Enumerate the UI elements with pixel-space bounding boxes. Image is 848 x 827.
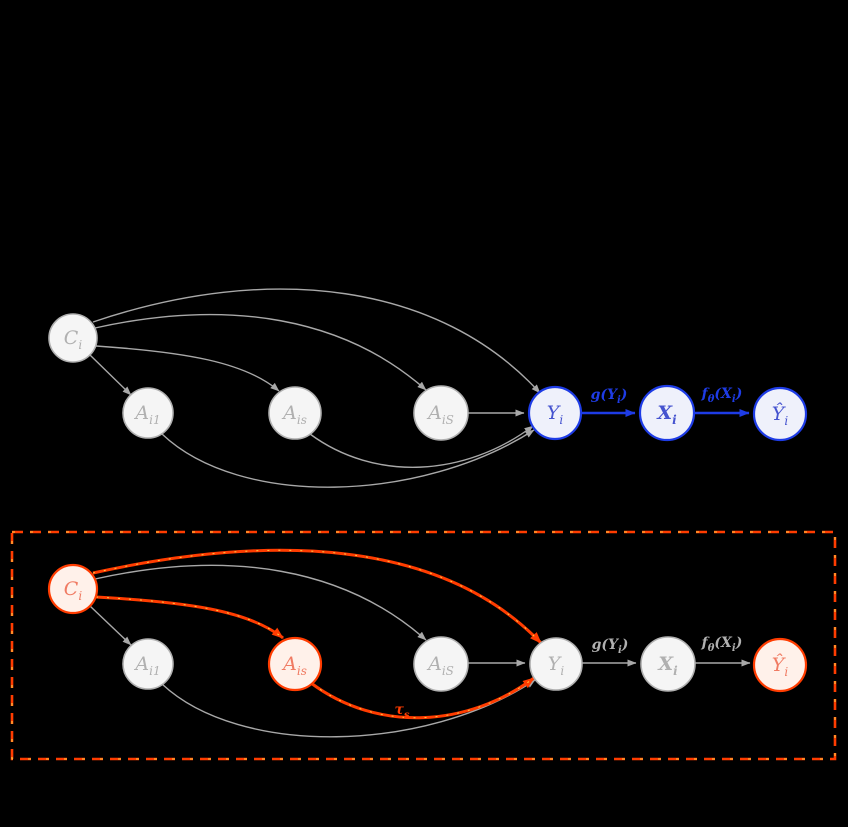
edge-ai1-to-yi-top — [161, 429, 535, 488]
node-label-ai1-bottom: Ai1 — [135, 653, 161, 678]
edge-label-tau-bottom: τs — [394, 702, 410, 721]
edge-ci-to-yi-bottom-yellow — [92, 549, 542, 644]
node-label-ci-top: Ci — [63, 327, 83, 352]
edge-ci-to-ais-bottom-yellow — [95, 596, 284, 639]
node-label-aiS-top: AiS — [428, 402, 454, 427]
node-aiS-top — [413, 385, 469, 441]
node-yhat-bottom — [752, 637, 808, 693]
edge-ci-to-ai1-bottom — [89, 605, 132, 646]
edge-ci-to-aiS-top — [94, 313, 427, 391]
node-ais-bottom — [267, 636, 323, 692]
node-yi-bottom — [529, 637, 583, 691]
node-label-yhat-bottom: Ŷi — [771, 654, 789, 679]
edge-ci-to-aiS-bottom — [94, 564, 427, 641]
node-label-yi-bottom: Yi — [547, 653, 565, 678]
node-label-yi-top: Yi — [546, 402, 564, 427]
node-ci-top — [48, 313, 98, 363]
node-label-aiS-bottom: AiS — [428, 653, 454, 678]
node-xi-bottom — [640, 636, 696, 692]
edge-ci-to-ais-bottom-highlight — [95, 595, 284, 640]
node-xi-top — [638, 384, 696, 442]
node-label-ci-bottom: Ci — [63, 578, 83, 603]
node-ais-top — [268, 386, 322, 440]
edge-label-f-bottom: fθ(Xi) — [701, 635, 743, 654]
edge-label-g-bottom: g(Yi) — [591, 637, 629, 656]
node-ai1-bottom — [122, 638, 174, 690]
edge-ci-to-ais-top — [95, 345, 280, 392]
node-label-ais-bottom: Ais — [283, 653, 307, 678]
edge-ci-to-ai1-top — [89, 354, 132, 396]
bottom-panel — [10, 530, 837, 761]
node-label-ais-top: Ais — [283, 402, 307, 427]
edge-label-f-top: fθ(Xi) — [701, 386, 743, 405]
edge-ais-to-yi-top — [309, 425, 534, 468]
node-aiS-bottom — [413, 636, 469, 692]
node-label-yhat-top: Ŷi — [771, 403, 789, 428]
node-ai1-top — [122, 387, 174, 439]
node-label-xi-top: Xi — [657, 402, 677, 427]
node-yi-top — [527, 385, 583, 441]
node-yhat-top — [752, 386, 808, 442]
edge-ci-to-yi-top — [92, 288, 541, 394]
edge-label-g-top: g(Yi) — [590, 387, 628, 406]
edge-ci-to-yi-bottom-highlight — [92, 548, 543, 645]
node-ci-bottom — [47, 563, 99, 615]
bottom-panel-dashed-border-yellow — [11, 531, 836, 760]
top-panel — [48, 288, 808, 488]
node-label-ai1-top: Ai1 — [135, 402, 161, 427]
node-label-xi-bottom: Xi — [658, 653, 678, 678]
edge-ais-to-yi-bottom-highlight — [310, 676, 535, 720]
